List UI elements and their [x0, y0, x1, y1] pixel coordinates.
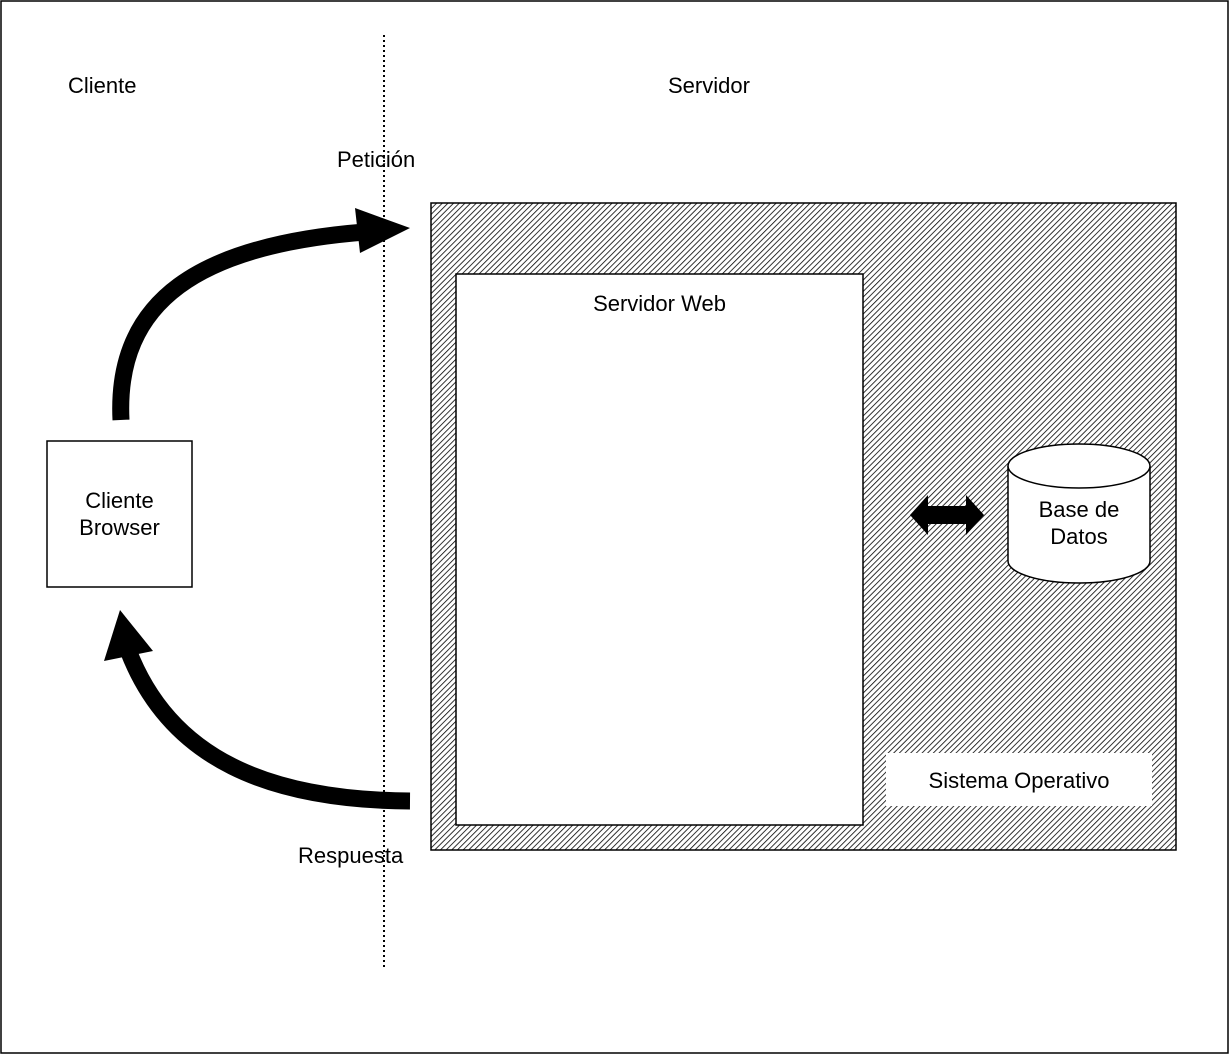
server-side-label: Servidor	[668, 73, 750, 98]
bidirectional-arrow-icon	[910, 495, 984, 535]
database-line1: Base de	[1038, 497, 1120, 522]
client-browser-box	[46, 440, 193, 588]
operating-system-label-bg	[886, 753, 1152, 806]
client-browser-line1: Cliente	[85, 488, 154, 513]
operating-system-label: Sistema Operativo	[928, 768, 1110, 793]
client-browser-label: Cliente Browser	[47, 487, 192, 541]
web-server-box	[455, 273, 864, 826]
response-arrow-icon	[104, 610, 411, 810]
client-browser-line2: Browser	[79, 515, 160, 540]
database-line2: Datos	[1050, 524, 1108, 549]
database-label: Base de Datos	[1008, 496, 1150, 550]
request-label: Petición	[337, 147, 416, 172]
database-cylinder	[1007, 443, 1151, 584]
web-server-label: Servidor Web	[593, 291, 726, 316]
response-label: Respuesta	[298, 843, 404, 868]
request-arrow-icon	[112, 208, 410, 421]
client-side-label: Cliente	[68, 73, 137, 98]
